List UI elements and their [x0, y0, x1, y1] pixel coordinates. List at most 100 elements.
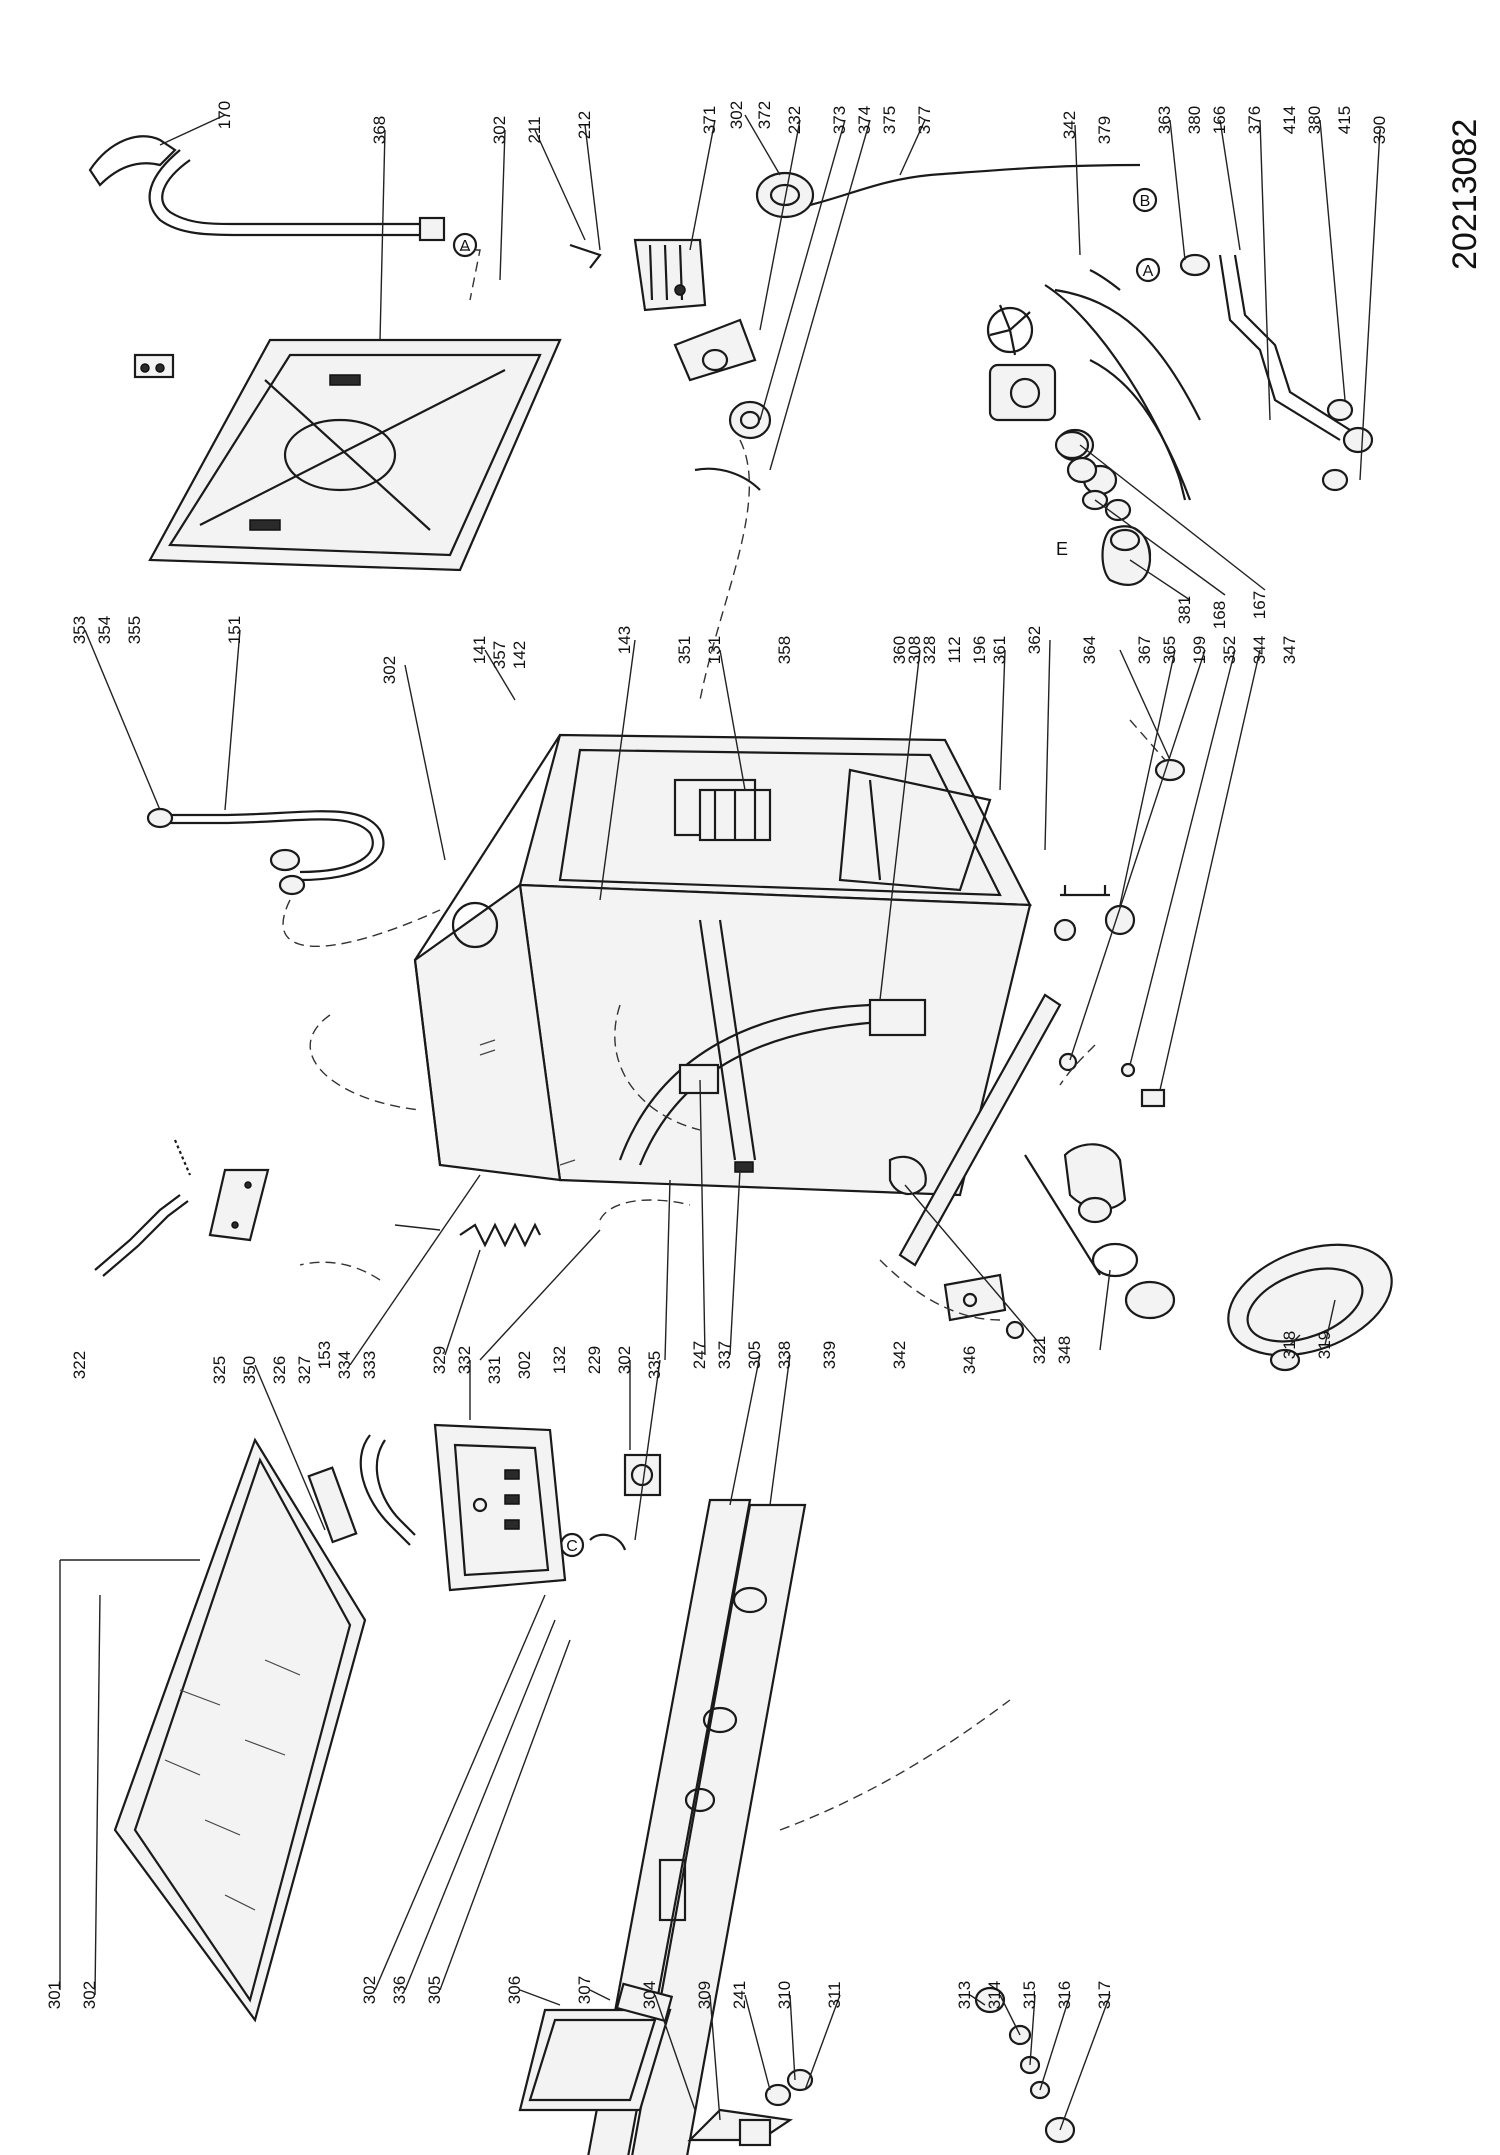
- callout-302: 302: [490, 116, 509, 144]
- seal-parts-348: [1024, 1143, 1176, 1320]
- callout-311: 311: [825, 1981, 844, 2008]
- callout-310: 310: [775, 1981, 794, 2009]
- callout-305: 305: [745, 1341, 764, 1369]
- callout-307: 307: [575, 1976, 594, 2004]
- callout-338: 338: [775, 1341, 794, 1369]
- callout-302: 302: [80, 1981, 99, 2009]
- top-lid: [113, 1437, 367, 2023]
- marker-a-top: A: [452, 232, 478, 258]
- marker-e: E: [1056, 539, 1068, 559]
- handle-bar: [307, 1434, 416, 1546]
- callout-319: 319: [1315, 1331, 1334, 1359]
- callout-321: 321: [1030, 1336, 1049, 1364]
- callout-375: 375: [880, 106, 899, 134]
- callout-211: 211: [525, 116, 544, 143]
- door-ring: [1227, 1243, 1393, 1372]
- callout-371: 371: [700, 106, 719, 134]
- knobs: [764, 1986, 1076, 2144]
- svg-text:A: A: [460, 238, 471, 255]
- callout-376: 376: [1245, 106, 1264, 134]
- svg-text:A: A: [1143, 263, 1154, 280]
- callout-381: 381: [1175, 596, 1194, 624]
- marker-a-right: A: [1135, 257, 1161, 283]
- callout-229: 229: [585, 1346, 604, 1374]
- svg-text:B: B: [1140, 193, 1151, 210]
- callout-337: 337: [715, 1341, 734, 1369]
- callout-353: 353: [70, 616, 89, 644]
- callout-170: 170: [215, 101, 234, 129]
- hose-376: [1179, 253, 1374, 492]
- pressure-switch: [755, 163, 1141, 219]
- callout-380: 380: [1305, 106, 1324, 134]
- drum-parts: [1044, 284, 1187, 586]
- callout-151: 151: [225, 616, 244, 644]
- drain-hose-group: [88, 135, 446, 242]
- callout-167: 167: [1250, 591, 1269, 619]
- callout-309: 309: [695, 1981, 714, 2009]
- callout-363: 363: [1155, 106, 1174, 134]
- callout-367: 367: [1135, 636, 1154, 664]
- inlet-hose: [146, 807, 385, 896]
- callout-334: 334: [335, 1351, 354, 1379]
- callout-380: 380: [1185, 106, 1204, 134]
- callout-362: 362: [1025, 626, 1044, 654]
- callout-326: 326: [270, 1356, 289, 1384]
- callout-390: 390: [1370, 116, 1389, 144]
- part-321: [888, 1155, 927, 1196]
- parts-132-229: [589, 1453, 662, 1551]
- callout-374: 374: [855, 106, 874, 134]
- svg-text:C: C: [566, 1538, 578, 1555]
- callout-318: 318: [1280, 1331, 1299, 1359]
- callout-348: 348: [1055, 1336, 1074, 1364]
- callout-342: 342: [1060, 111, 1079, 139]
- callout-142: 142: [510, 641, 529, 669]
- callout-344: 344: [1250, 636, 1269, 664]
- plate-232: [673, 318, 757, 382]
- callout-336: 336: [390, 1976, 409, 2004]
- callout-358: 358: [775, 636, 794, 664]
- spring-332: [459, 1222, 541, 1248]
- callout-141: 141: [470, 636, 489, 664]
- parts-365-367: [1053, 758, 1186, 942]
- callout-373: 373: [830, 106, 849, 134]
- drawer-housing: [687, 2108, 794, 2147]
- callout-301: 301: [45, 1981, 64, 2009]
- callout-360: 360: [890, 636, 909, 664]
- callout-317: 317: [1095, 1981, 1114, 2009]
- callout-342: 342: [890, 1341, 909, 1369]
- callout-415: 415: [1335, 106, 1354, 134]
- callout-316: 316: [1055, 1981, 1074, 2009]
- lid-frame: [148, 338, 562, 572]
- callout-357: 357: [490, 641, 509, 669]
- callout-332: 332: [455, 1346, 474, 1374]
- callout-306: 306: [505, 1976, 524, 2004]
- callout-166: 166: [1210, 106, 1229, 134]
- callout-377: 377: [915, 106, 934, 134]
- callout-331: 331: [485, 1356, 504, 1384]
- callout-313: 313: [955, 1981, 974, 2009]
- callout-414: 414: [1280, 106, 1299, 134]
- callout-351: 351: [675, 636, 694, 664]
- cabinet: [413, 733, 1032, 1197]
- callout-325: 325: [210, 1356, 229, 1384]
- marker-b: B: [1132, 187, 1158, 213]
- bracket-355: [133, 353, 175, 379]
- callout-308: 308: [905, 636, 924, 664]
- door-hinge-346: [943, 1273, 1025, 1340]
- callout-327: 327: [295, 1356, 314, 1384]
- callout-143: 143: [615, 626, 634, 654]
- callout-364: 364: [1080, 636, 1099, 664]
- callout-339: 339: [820, 1341, 839, 1369]
- callout-168: 168: [1210, 601, 1229, 629]
- callout-365: 365: [1160, 636, 1179, 664]
- callout-302: 302: [727, 101, 746, 129]
- callout-355: 355: [125, 616, 144, 644]
- callout-328: 328: [920, 636, 939, 664]
- callout-329: 329: [430, 1346, 449, 1374]
- callout-361: 361: [990, 636, 1009, 664]
- callout-199: 199: [1190, 636, 1209, 664]
- callout-302: 302: [615, 1346, 634, 1374]
- callout-196: 196: [970, 636, 989, 664]
